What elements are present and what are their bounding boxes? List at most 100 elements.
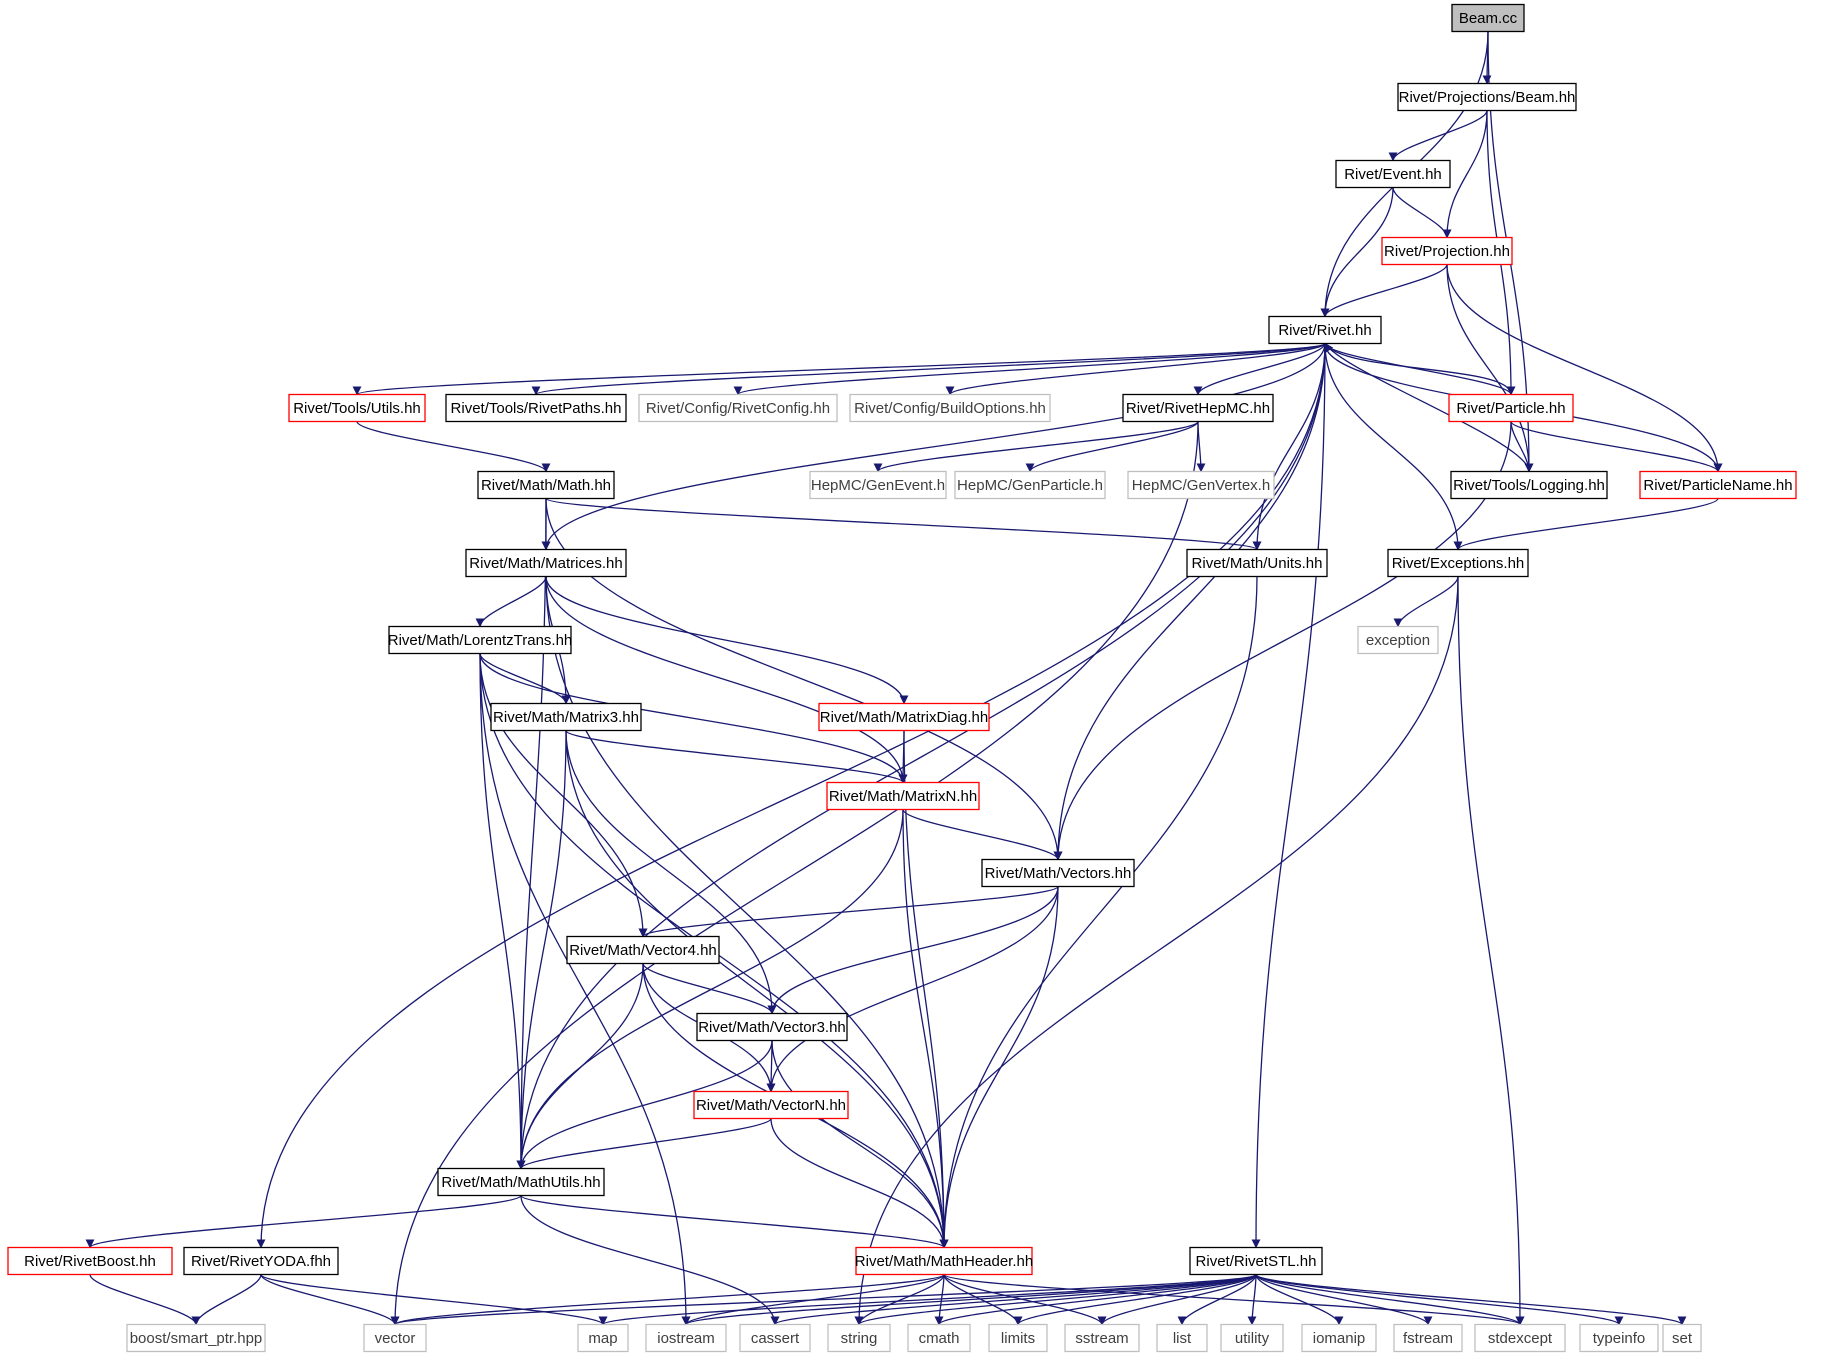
node-label: Rivet/Math/Vectors.hh (985, 865, 1132, 882)
node-box (1220, 1323, 1284, 1353)
node-std-sstream: sstream (1064, 1323, 1140, 1353)
node-std-cassert: cassert (739, 1323, 811, 1353)
node-box (1127, 470, 1275, 500)
node-box (809, 470, 947, 500)
node-particle[interactable]: Rivet/Particle.hh (1448, 393, 1574, 423)
edge-math_lorentztrans-to-math_matrix3 (479, 653, 571, 705)
node-box (907, 1323, 971, 1353)
node-label: list (1173, 1330, 1192, 1347)
node-math-matrixdiag[interactable]: Rivet/Math/MatrixDiag.hh (818, 702, 990, 732)
node-box (1474, 1323, 1566, 1353)
edge-rivethepmc-to-hepmc_genevent (873, 420, 1199, 473)
node-label: Rivet/Math/Matrices.hh (469, 555, 622, 572)
edge-exceptions-to-std_stdexcept (1457, 576, 1525, 1326)
node-particlename[interactable]: Rivet/ParticleName.hh (1639, 470, 1797, 500)
edge-rivetstl-to-std_fstream (1255, 1274, 1433, 1326)
node-box (1335, 159, 1451, 189)
node-label: typeinfo (1593, 1330, 1646, 1347)
node-label: Rivet/RivetHepMC.hh (1126, 400, 1270, 417)
node-rivetyoda[interactable]: Rivet/RivetYODA.fhh (183, 1246, 339, 1276)
node-box (183, 1246, 339, 1276)
node-std-utility: utility (1220, 1323, 1284, 1353)
node-box (465, 548, 627, 578)
node-box (363, 1323, 427, 1353)
edge-rivet-to-rivethepmc (1193, 343, 1326, 396)
node-math-vector4[interactable]: Rivet/Math/Vector4.hh (566, 935, 720, 965)
node-math-vectorn[interactable]: Rivet/Math/VectorN.hh (693, 1090, 849, 1120)
node-tools-utils[interactable]: Rivet/Tools/Utils.hh (288, 393, 426, 423)
node-label: Rivet/Exceptions.hh (1392, 555, 1525, 572)
node-rivetboost[interactable]: Rivet/RivetBoost.hh (7, 1246, 173, 1276)
edge-math_matrix3-to-math_matrixn (565, 729, 908, 784)
edge-math_matrix3-to-math_mathutils (516, 730, 567, 1170)
node-box (1189, 1246, 1323, 1276)
node-box (1451, 3, 1525, 33)
node-math-matrix3[interactable]: Rivet/Math/Matrix3.hh (490, 702, 642, 732)
node-math-vector3[interactable]: Rivet/Math/Vector3.hh (696, 1012, 848, 1042)
node-label: Beam.cc (1459, 10, 1518, 27)
edge-rivetyoda-to-boost_smart_ptr (191, 1274, 262, 1326)
node-event[interactable]: Rivet/Event.hh (1335, 159, 1451, 189)
node-box (1397, 82, 1577, 112)
node-boost-smart-ptr: boost/smart_ptr.hpp (126, 1323, 266, 1353)
node-label: Rivet/Tools/Utils.hh (293, 400, 421, 417)
edge-math_vector3-to-math_mathheader (771, 1040, 949, 1249)
node-math-lorentztrans[interactable]: Rivet/Math/LorentzTrans.hh (388, 625, 573, 655)
edge-rivet-to-exceptions (1324, 343, 1463, 551)
node-math-math[interactable]: Rivet/Math/Math.hh (477, 470, 615, 500)
edge-exceptions-to-exception (1393, 576, 1459, 628)
node-label: Rivet/Math/Matrix3.hh (493, 709, 639, 726)
edge-math_vector4-to-math_mathutils (516, 963, 644, 1170)
edge-projection-to-particlename (1446, 264, 1723, 473)
node-label: Rivet/Config/BuildOptions.hh (854, 400, 1046, 417)
node-box (7, 1246, 173, 1276)
node-label: stdexcept (1488, 1330, 1553, 1347)
node-math-units[interactable]: Rivet/Math/Units.hh (1186, 548, 1328, 578)
node-math-matrices[interactable]: Rivet/Math/Matrices.hh (465, 548, 627, 578)
node-label: Rivet/Math/Units.hh (1192, 555, 1323, 572)
node-label: Rivet/Math/Vector3.hh (698, 1019, 846, 1036)
edge-projection-to-tools_logging (1446, 264, 1534, 473)
edge-projection-to-rivet (1320, 264, 1448, 318)
node-tools-rivetpaths[interactable]: Rivet/Tools/RivetPaths.hh (445, 393, 627, 423)
edge-math_matrixdiag-to-math_mathheader (903, 730, 949, 1249)
node-label: sstream (1075, 1330, 1128, 1347)
node-std-limits: limits (988, 1323, 1048, 1353)
edge-rivet-to-config_buildoptions (945, 342, 1326, 396)
node-projection[interactable]: Rivet/Projection.hh (1381, 236, 1513, 266)
node-label: HepMC/GenParticle.h (957, 477, 1103, 494)
node-std-set: set (1662, 1323, 1702, 1353)
edge-math_math-to-math_mathutils (516, 498, 547, 1170)
node-math-matrixn[interactable]: Rivet/Math/MatrixN.hh (826, 781, 980, 811)
node-rivet[interactable]: Rivet/Rivet.hh (1268, 315, 1382, 345)
node-label: Rivet/Event.hh (1344, 166, 1442, 183)
node-box (818, 702, 990, 732)
node-rivetstl[interactable]: Rivet/RivetSTL.hh (1189, 1246, 1323, 1276)
edge-math_lorentztrans-to-math_vector4 (479, 653, 648, 938)
node-exceptions[interactable]: Rivet/Exceptions.hh (1387, 548, 1529, 578)
node-math-vectors[interactable]: Rivet/Math/Vectors.hh (981, 858, 1135, 888)
node-math-mathheader[interactable]: Rivet/Math/MathHeader.hh (855, 1246, 1033, 1276)
node-rivethepmc[interactable]: Rivet/RivetHepMC.hh (1122, 393, 1274, 423)
node-label: fstream (1403, 1330, 1453, 1347)
node-label: Rivet/Math/LorentzTrans.hh (388, 632, 573, 649)
node-box (1639, 470, 1797, 500)
edge-rivet-to-rivetstl (1251, 343, 1326, 1249)
edge-projections_beam-to-projection (1442, 110, 1488, 239)
node-box (827, 1323, 891, 1353)
node-tools-logging[interactable]: Rivet/Tools/Logging.hh (1450, 470, 1608, 500)
edge-math_vectorn-to-math_mathheader (770, 1118, 949, 1249)
edge-math_lorentztrans-to-std_iostream (479, 653, 691, 1326)
edge-math_vectorn-to-math_mathutils (516, 1117, 772, 1170)
node-beam-cc[interactable]: Beam.cc (1451, 3, 1525, 33)
node-math-mathutils[interactable]: Rivet/Math/MathUtils.hh (437, 1167, 605, 1197)
node-box (954, 470, 1106, 500)
node-box (693, 1090, 849, 1120)
edge-math_matrix3-to-math_vector3 (565, 730, 777, 1015)
node-label: Rivet/Tools/RivetPaths.hh (451, 400, 622, 417)
edge-rivetstl-to-std_utility (1247, 1274, 1257, 1326)
node-projections-beam[interactable]: Rivet/Projections/Beam.hh (1397, 82, 1577, 112)
node-box (477, 470, 615, 500)
node-box (1301, 1323, 1377, 1353)
edge-math_math-to-math_units (545, 497, 1262, 551)
